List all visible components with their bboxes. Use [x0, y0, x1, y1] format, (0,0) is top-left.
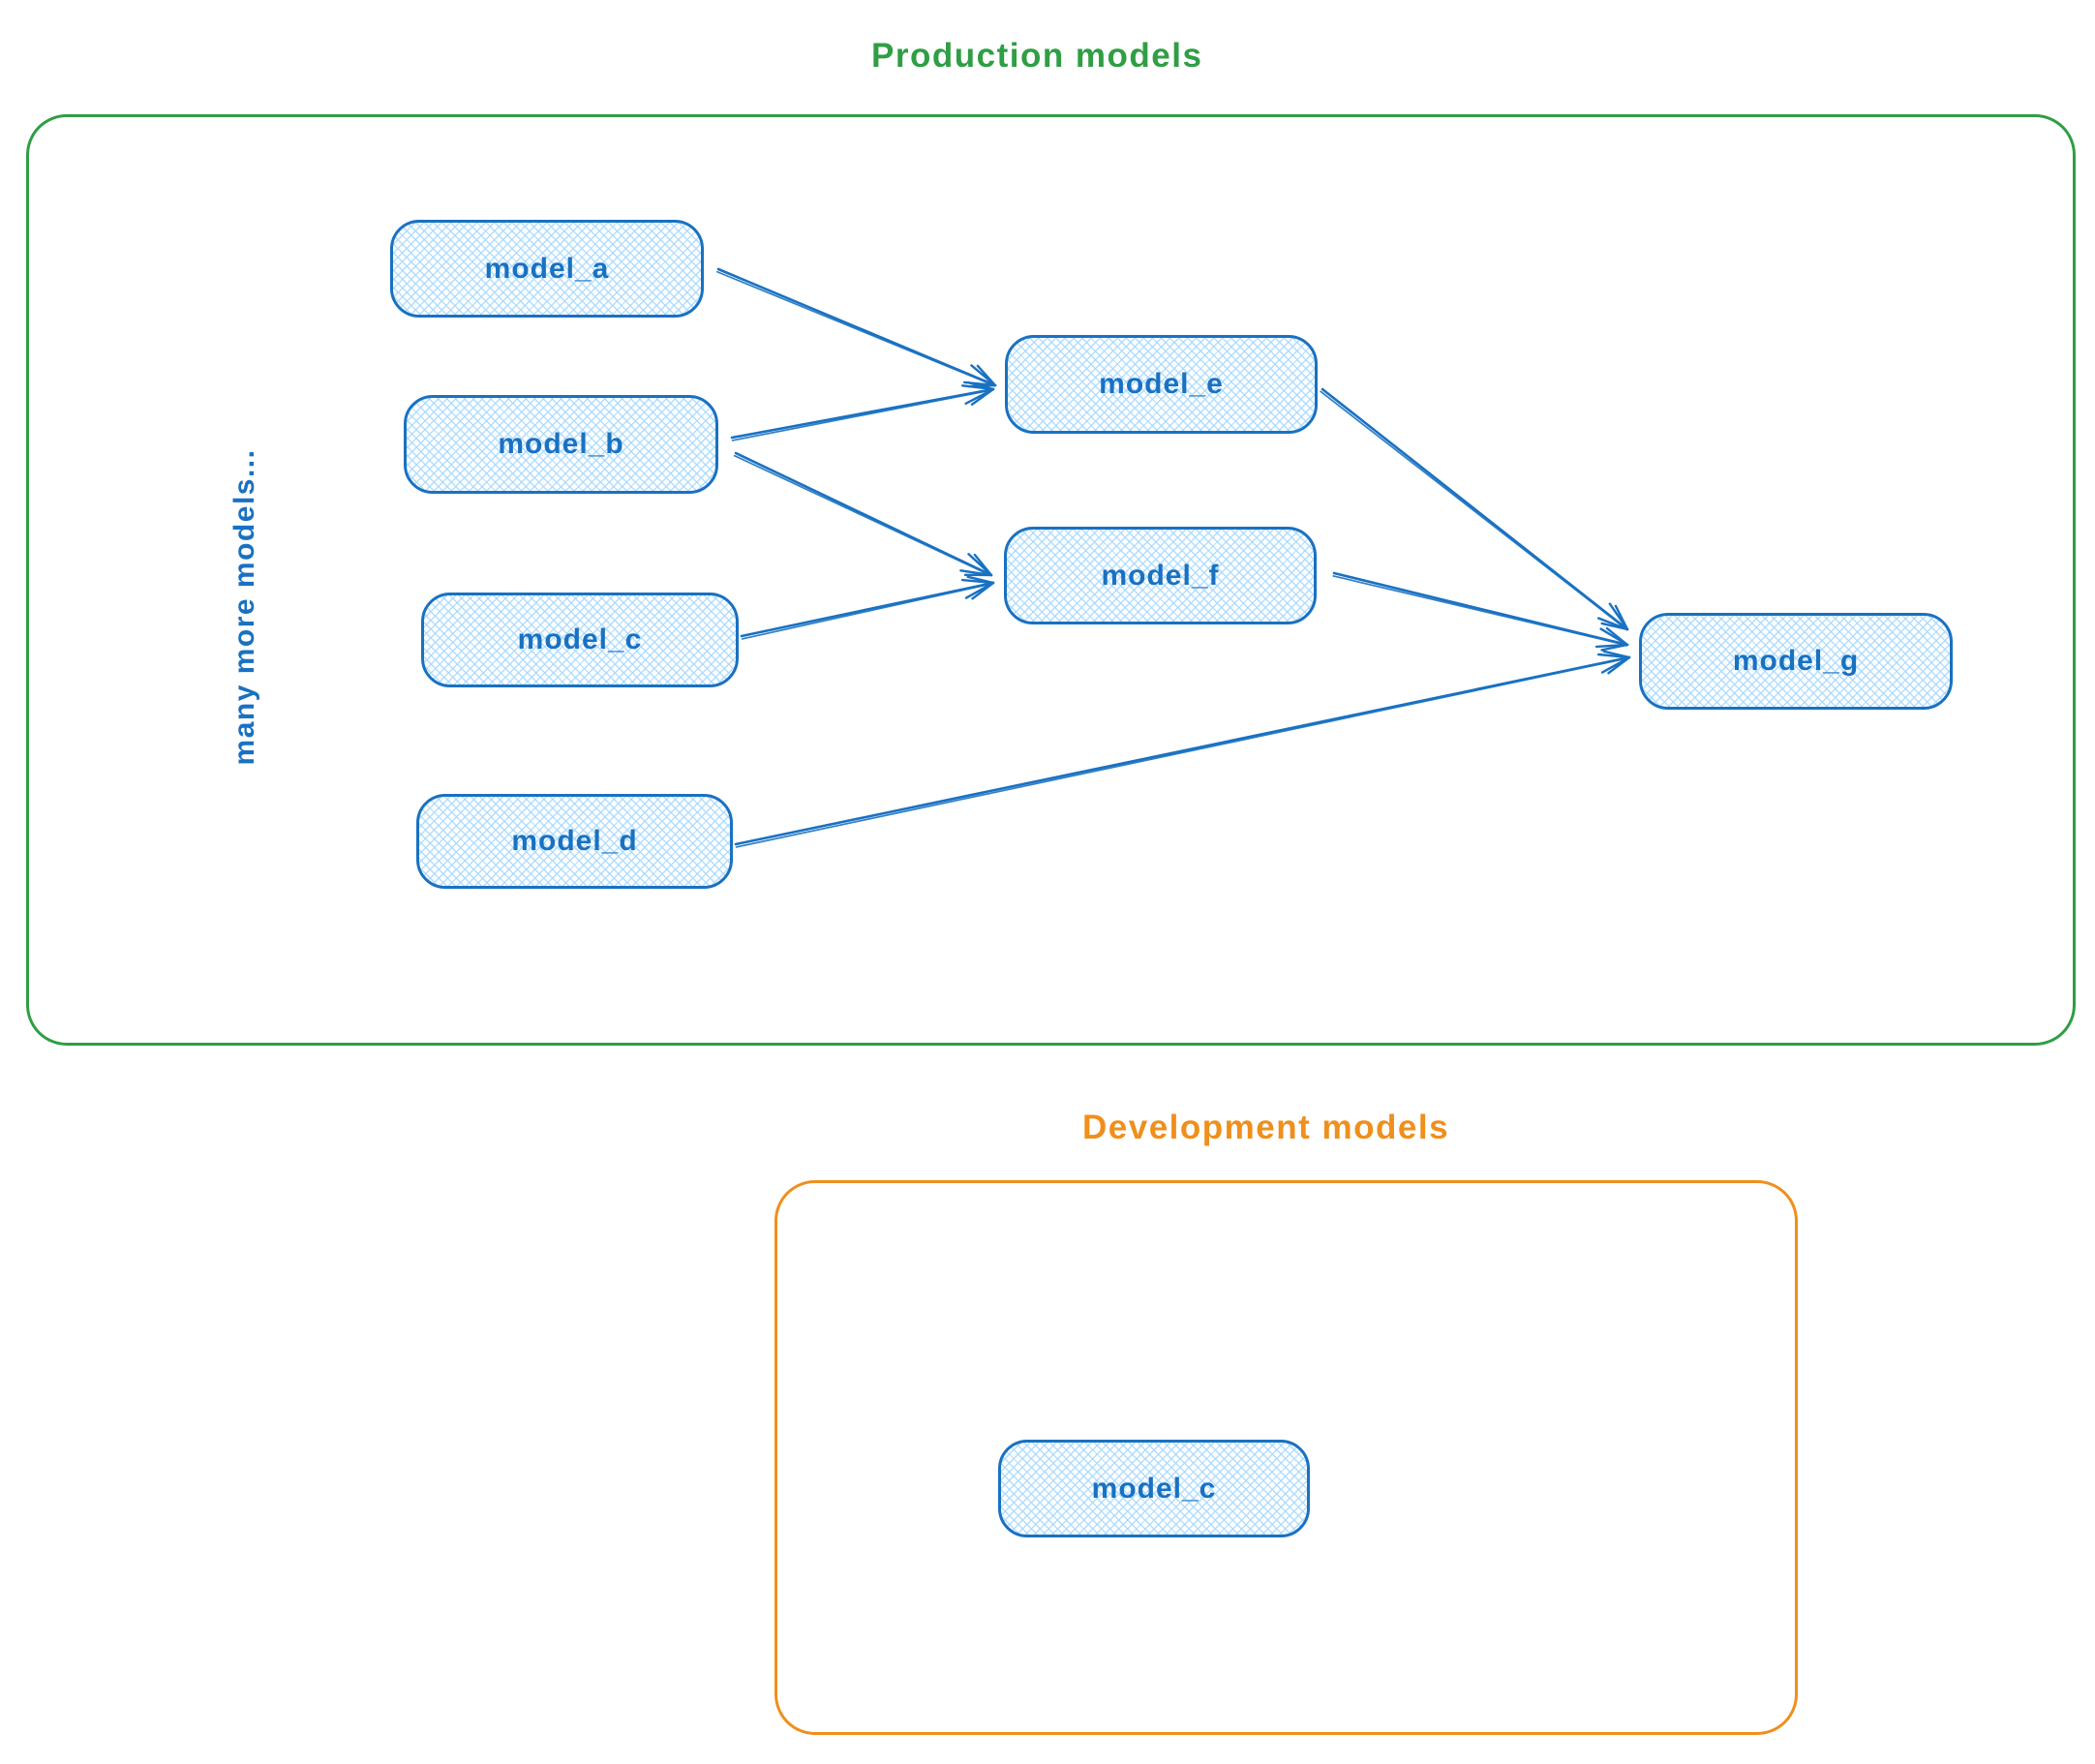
node-model_f: model_f	[1004, 527, 1317, 624]
node-label-model_b: model_b	[498, 428, 624, 460]
many-more-models-note: many more models...	[228, 448, 260, 766]
production-group-title: Production models	[871, 37, 1203, 75]
node-label-model_a: model_a	[484, 252, 610, 285]
node-label-model_c: model_c	[517, 623, 643, 655]
node-model_d: model_d	[416, 794, 733, 889]
node-model_c_dev: model_c	[998, 1440, 1310, 1537]
node-label-model_c_dev: model_c	[1091, 1472, 1217, 1505]
node-label-model_f: model_f	[1101, 559, 1220, 592]
node-model_e: model_e	[1005, 335, 1318, 434]
node-label-model_d: model_d	[511, 825, 638, 857]
development-group-frame	[774, 1180, 1798, 1735]
node-model_a: model_a	[390, 220, 704, 318]
node-model_b: model_b	[404, 395, 718, 494]
node-model_g: model_g	[1639, 613, 1953, 710]
development-group-title: Development models	[1082, 1109, 1450, 1146]
production-group-frame	[26, 114, 2076, 1046]
node-label-model_g: model_g	[1732, 645, 1860, 677]
node-model_c: model_c	[421, 593, 739, 687]
node-label-model_e: model_e	[1099, 368, 1224, 400]
